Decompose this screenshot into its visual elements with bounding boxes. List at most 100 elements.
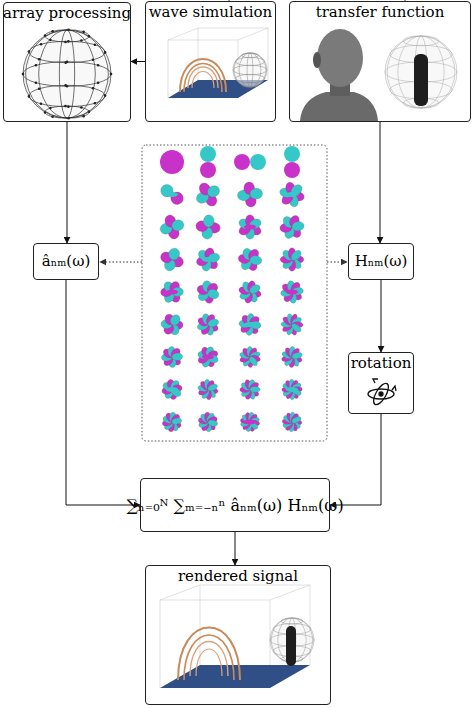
microphone-dot [28,50,31,53]
microphone-dot [28,95,31,98]
output-box: rendered signal [145,565,331,705]
harmonic-glyph [239,346,261,367]
harmonics-panel [142,145,327,441]
harmonic-glyph [240,379,261,400]
sphere-latitude [23,62,111,87]
harmonic-glyph [159,214,185,240]
harmonic-glyph [196,280,221,304]
sphere-longitude [26,30,109,118]
process-box: transfer function [289,1,471,122]
harmonic-glyph [281,346,303,367]
harmonic-glyph [195,247,220,272]
microphone-dot [40,43,43,46]
harmonic-glyph [279,214,304,240]
harmonic-glyph [160,280,183,304]
microphone-dot [97,81,100,84]
signal-box: Hₙₘ(ω) [348,243,414,280]
sphere-outline [233,53,267,87]
node-label: âₙₘ(ω) [42,253,91,270]
harmonic-glyph [280,248,304,272]
microphone-sphere [385,36,457,108]
signal-box: âₙₘ(ω) [33,243,99,280]
sphere-longitude [234,53,266,87]
sphere-longitude [247,53,253,87]
harmonic-glyph [161,379,182,400]
sphere-longitude [239,53,261,87]
harmonic-glyph [234,154,266,170]
microphone-dot [104,51,107,54]
harmonic-glyph [198,412,218,432]
sphere-latitude [281,618,303,624]
wave-simulation-plot [168,28,268,98]
harmonic-glyph [194,181,221,208]
microphone-dot [35,64,38,67]
microphone-dot [104,94,107,97]
microphone-dot [64,105,67,108]
microphone-dot [110,73,113,76]
sphere-outline [385,36,457,108]
harmonic-glyph [158,182,186,207]
harmonic-glyph [161,346,183,368]
spherical-harmonics [158,146,305,432]
microphone-dot [67,40,70,43]
sphere-latitude [45,30,89,42]
sphere-longitude [39,30,96,118]
microphone-dot [35,81,38,84]
sphere-latitude [242,53,259,58]
dummy-head [300,29,378,121]
flow-arrow [235,532,236,565]
node-label: wave simulation [149,4,273,21]
harmonic-glyph [238,280,262,304]
microphone-dot [64,84,67,87]
harmonic-glyph [280,280,304,304]
microphone-dot [66,60,69,63]
sphere-longitude [59,30,74,118]
harmonic-glyph [279,181,306,208]
microphone-dot [94,43,97,46]
rendered-scene [160,585,310,688]
flow-arrow [330,414,381,505]
harmonic-glyph [162,412,182,432]
harmonic-glyph [282,412,302,432]
harmonic-glyph [161,313,184,337]
flow-arrow [67,122,68,243]
rotation-icon [368,379,396,407]
sphere-outline [23,30,111,118]
microphone-body [414,54,428,106]
process-box: array processing [3,2,131,122]
sphere-longitude [415,36,428,108]
harmonic-glyph [196,313,219,336]
dotted-arrow [100,262,142,263]
sphere-latitude [403,36,439,46]
receiver-sphere [233,53,267,87]
node-label: array processing [3,5,131,22]
node-label: ∑ₙ₌₀ᴺ ∑ₘ₌₋ₙⁿ âₙₘ(ω) Hₙₘ(ω) [126,497,343,514]
microphone-dot [97,64,100,67]
microphone-dot [80,39,83,42]
microphone-dot [40,103,43,106]
microphone-dot [22,73,25,76]
node-label: rendered signal [178,568,298,585]
process-box: wave simulation [145,1,276,122]
flow-arrow [381,280,382,352]
microphone-array-sphere [22,28,113,119]
flow-arrow [66,280,140,505]
harmonic-glyph [197,379,218,400]
harmonic-glyph [281,313,303,336]
microphone-dot [94,102,97,105]
sphere-latitude [233,65,267,75]
sphere-latitude [242,82,259,87]
harmonic-glyph [160,150,184,174]
dotted-arrow [327,262,347,263]
harmonic-glyph [238,247,263,272]
harmonic-glyph [237,215,263,239]
microphone-body [286,626,296,666]
harmonic-glyph [200,146,216,178]
sphere-longitude [387,36,455,108]
sphere-latitude [45,106,89,118]
equation-box: ∑ₙ₌₀ᴺ ∑ₘ₌₋ₙⁿ âₙₘ(ω) Hₙₘ(ω) [140,478,330,532]
harmonic-glyph [240,412,260,432]
